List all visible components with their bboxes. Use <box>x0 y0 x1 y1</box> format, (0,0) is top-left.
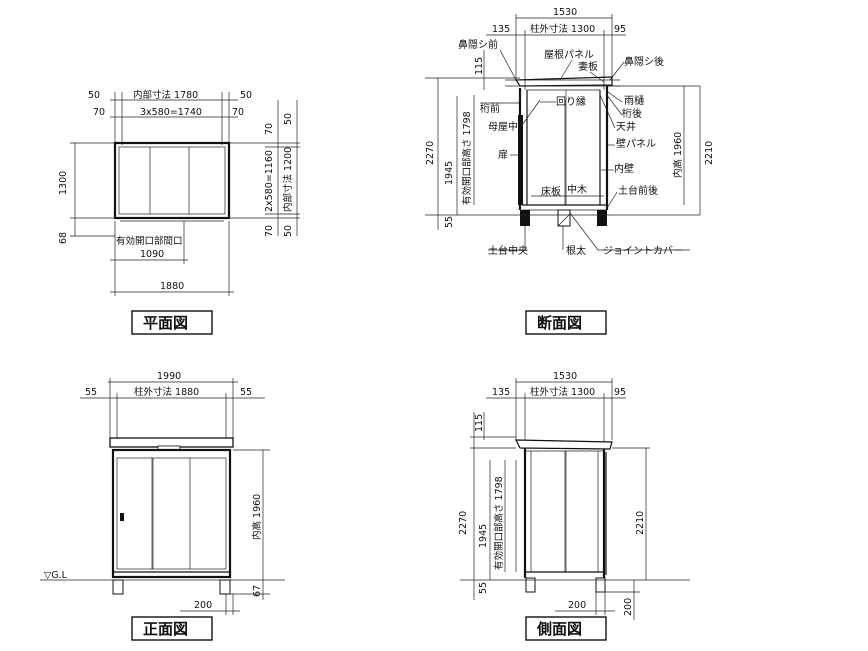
plan-dim-50-right: 50 <box>240 90 252 101</box>
label-hanakakushi-back: 鼻隠シ後 <box>624 55 664 68</box>
front-total-width: 1990 <box>157 371 181 382</box>
side-opening-height: 有効開口部高さ 1798 <box>493 476 505 570</box>
plan-dim-height: 1300 <box>58 171 69 195</box>
section-dim-135: 135 <box>492 24 510 35</box>
section-total-width: 1530 <box>553 7 577 18</box>
plan-view: 50 50 内部寸法 1780 70 70 3x580=1740 1300 68… <box>58 89 300 335</box>
section-dim-2270: 2270 <box>425 141 436 165</box>
side-base-200: 200 <box>568 600 586 611</box>
side-dim-1945: 1945 <box>478 524 489 548</box>
side-base-200-right: 200 <box>623 598 634 616</box>
plan-opening-value: 1090 <box>140 249 164 260</box>
label-ketamae: 桁前 <box>480 102 500 115</box>
label-yukaita: 床板 <box>541 185 561 198</box>
plan-outline <box>113 141 231 220</box>
label-hanakakushi-front: 鼻隠シ前 <box>458 38 498 51</box>
section-view: 1530 135 柱外寸法 1300 95 <box>425 7 715 335</box>
side-dim-2270: 2270 <box>458 511 469 535</box>
side-view: 1530 135 柱外寸法 1300 95 115 <box>458 371 690 641</box>
door-section <box>518 115 523 205</box>
plan-title: 平面図 <box>143 314 188 332</box>
plan-dim-70-bottom: 70 <box>264 225 275 237</box>
front-title-box <box>131 616 213 641</box>
section-dim-2210: 2210 <box>704 141 715 165</box>
front-base-200: 200 <box>194 600 212 611</box>
label-roof-panel: 屋根パネル <box>544 48 594 61</box>
label-roof-board: 妻板 <box>578 60 598 73</box>
plan-dim-50-left: 50 <box>88 90 100 101</box>
side-dim-55: 55 <box>478 582 489 594</box>
side-dim-115: 115 <box>474 414 485 432</box>
side-total-width: 1530 <box>553 371 577 382</box>
front-pillar-outer: 柱外寸法 1880 <box>134 386 199 398</box>
label-tenjo: 天井 <box>616 120 636 133</box>
front-view: 1990 55 柱外寸法 1880 55 ▽G.L 内高 1960 67 <box>40 371 285 641</box>
side-title: 側面図 <box>536 620 582 638</box>
front-dim-67: 67 <box>252 585 263 597</box>
side-pillar-outer: 柱外寸法 1300 <box>530 386 595 398</box>
plan-opening-label: 有効開口部間口 <box>116 235 183 247</box>
plan-dim-50-top: 50 <box>283 113 294 125</box>
label-moyachu: 母屋中 <box>488 120 518 133</box>
section-pillar-outer: 柱外寸法 1300 <box>530 23 595 35</box>
section-inner-height: 内高 1960 <box>672 132 684 178</box>
front-gl: ▽G.L <box>44 570 68 581</box>
front-dim-55-left: 55 <box>85 387 97 398</box>
front-body <box>111 448 232 579</box>
section-opening-height: 有効開口部高さ 1798 <box>461 111 473 205</box>
section-dim-95: 95 <box>614 24 626 35</box>
plan-dim-70-left: 70 <box>93 107 105 118</box>
side-dim-135: 135 <box>492 387 510 398</box>
door-handle-icon <box>120 513 124 521</box>
label-wall-panel: 壁パネル <box>616 137 656 150</box>
label-dodai-chuo: 土台中央 <box>488 244 528 257</box>
plan-dim-module-right: 2x580=1160 <box>264 150 275 212</box>
plan-dim-module: 3x580=1740 <box>140 107 202 118</box>
plan-dim-70-top: 70 <box>264 123 275 135</box>
side-dim-2210: 2210 <box>635 511 646 535</box>
label-tobira: 扉 <box>498 148 508 161</box>
side-dim-95: 95 <box>614 387 626 398</box>
label-dodai-maego: 土台前後 <box>618 184 658 197</box>
label-neda: 根太 <box>566 244 586 257</box>
section-title: 断面図 <box>537 314 582 332</box>
label-nakagi: 中木 <box>567 183 587 196</box>
plan-title-box <box>131 310 213 335</box>
plan-total-width: 1880 <box>160 281 184 292</box>
plan-dim-50-bottom: 50 <box>283 225 294 237</box>
section-dim-55: 55 <box>444 216 455 228</box>
label-joint-cover: ジョイントカバー <box>603 245 683 257</box>
plan-dim-inner: 内部寸法 1780 <box>133 89 198 101</box>
label-mawaribuchi: 回り縁 <box>556 95 586 108</box>
label-amadoi: 雨樋 <box>624 94 644 107</box>
front-inner-height: 内高 1960 <box>251 494 263 540</box>
section-dim-1945: 1945 <box>444 161 455 185</box>
side-title-box <box>525 616 607 641</box>
section-title-box <box>525 310 607 335</box>
plan-dim-70-right: 70 <box>232 107 244 118</box>
section-dim-115: 115 <box>474 57 485 75</box>
label-uchikabe: 内壁 <box>614 162 634 175</box>
label-ketago: 桁後 <box>622 107 642 120</box>
plan-dim-68: 68 <box>58 232 69 244</box>
front-dim-55-right: 55 <box>240 387 252 398</box>
plan-dim-inner-right: 内部寸法 1200 <box>282 147 294 212</box>
front-title: 正面図 <box>143 620 188 638</box>
